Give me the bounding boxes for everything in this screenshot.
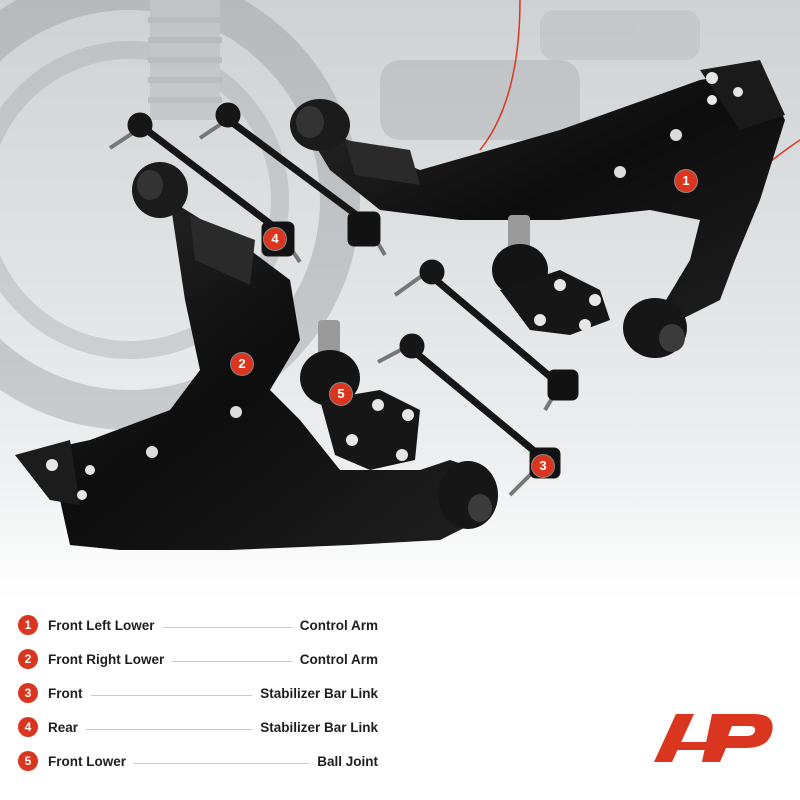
legend-position: Front Right Lower [48, 651, 165, 667]
marker-2: 2 [231, 353, 253, 375]
legend-leader-line [86, 728, 253, 730]
legend-position: Front [48, 685, 83, 701]
product-photo: 1 2 3 4 5 [0, 0, 800, 600]
marker-5: 5 [330, 383, 352, 405]
marker-4: 4 [264, 228, 286, 250]
legend-row: 5 Front Lower Ball Joint [18, 744, 378, 778]
legend-row: 4 Rear Stabilizer Bar Link [18, 710, 378, 744]
legend-number: 3 [18, 683, 38, 703]
legend-position: Rear [48, 719, 79, 735]
brand-logo-icon [654, 708, 774, 768]
legend-leader-line [172, 660, 292, 662]
legend-part: Stabilizer Bar Link [260, 685, 378, 701]
background-wire [479, 0, 521, 151]
legend-position: Front Left Lower [48, 617, 155, 633]
ball-joint-2 [300, 320, 420, 470]
legend-leader-line [162, 626, 292, 628]
ball-joint-1 [492, 215, 610, 335]
legend-part: Stabilizer Bar Link [260, 719, 378, 735]
parts-legend: 1 Front Left Lower Control Arm 2 Front R… [18, 608, 378, 778]
stabilizer-link-rear [108, 102, 387, 264]
legend-row: 1 Front Left Lower Control Arm [18, 608, 378, 642]
legend-leader-line [134, 762, 310, 764]
legend-number: 2 [18, 649, 38, 669]
product-illustration [0, 0, 800, 600]
marker-3: 3 [532, 455, 554, 477]
legend-number: 5 [18, 751, 38, 771]
control-arm-front-right [15, 162, 498, 550]
marker-1: 1 [675, 170, 697, 192]
legend-row: 3 Front Stabilizer Bar Link [18, 676, 378, 710]
legend-part: Control Arm [299, 617, 378, 633]
legend-row: 2 Front Right Lower Control Arm [18, 642, 378, 676]
legend-part: Ball Joint [317, 753, 378, 769]
legend-position: Front Lower [48, 753, 126, 769]
legend-number: 1 [18, 615, 38, 635]
legend-part: Control Arm [299, 651, 378, 667]
control-arm-front-left [290, 60, 785, 358]
legend-number: 4 [18, 717, 38, 737]
legend-leader-line [90, 694, 253, 696]
